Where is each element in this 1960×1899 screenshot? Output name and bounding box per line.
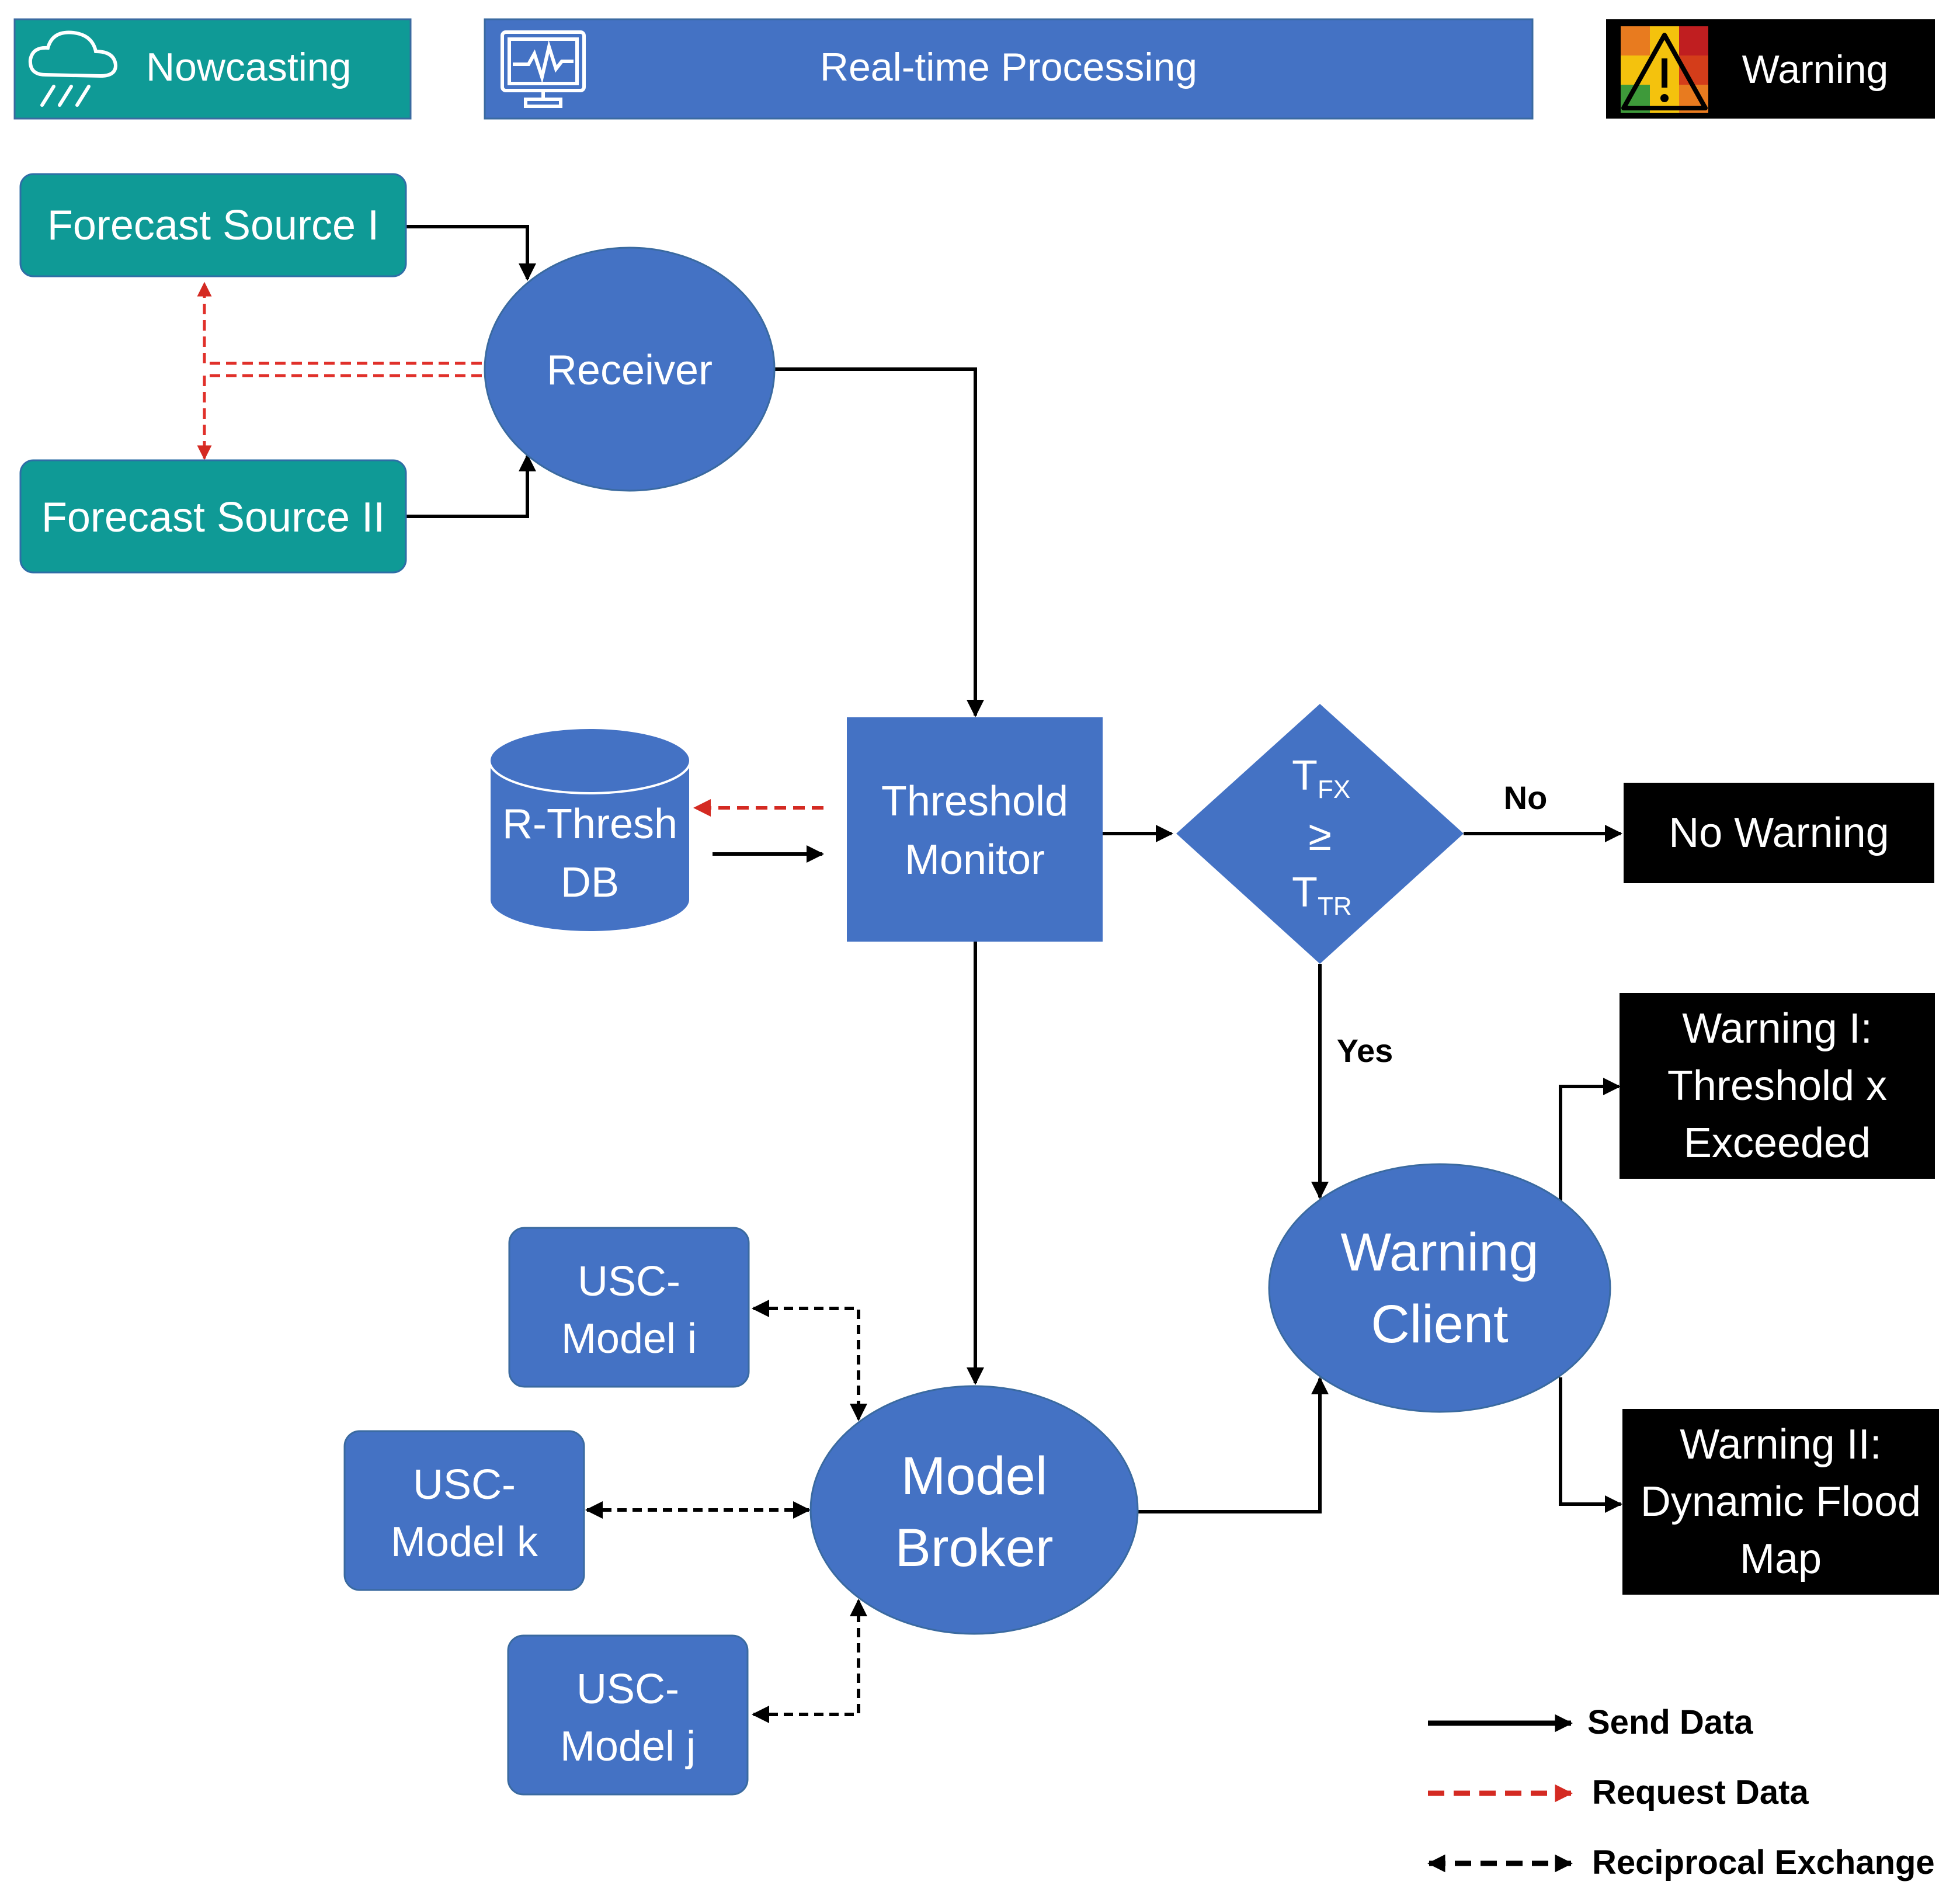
db-label-line1: R-Thresh bbox=[502, 801, 677, 848]
receiver-label: Receiver bbox=[547, 347, 713, 394]
monitor-waveform-icon bbox=[501, 30, 586, 108]
warning-1-line3: Exceeded bbox=[1684, 1120, 1871, 1167]
model-broker-line2: Broker bbox=[895, 1518, 1054, 1578]
decision-top-sub: FX bbox=[1318, 775, 1350, 804]
edge-broker-client bbox=[1138, 1377, 1329, 1513]
node-warning-2: Warning II: Dynamic Flood Map bbox=[1622, 1409, 1939, 1595]
no-warning-label: No Warning bbox=[1669, 810, 1889, 856]
edge-label-yes: Yes bbox=[1337, 1032, 1393, 1069]
usc-model-k-line2: Model k bbox=[391, 1519, 538, 1565]
edge-source1-receiver bbox=[406, 225, 536, 281]
model-broker-line1: Model bbox=[901, 1446, 1048, 1506]
edge-label-no: No bbox=[1504, 779, 1548, 816]
legend-reciprocal-label: Reciprocal Exchange bbox=[1592, 1844, 1935, 1881]
monitor-label-line1: Threshold bbox=[881, 778, 1068, 825]
legend-request-label: Request Data bbox=[1592, 1773, 1809, 1811]
edge-source2-receiver bbox=[406, 454, 536, 518]
node-model-broker: Model Broker bbox=[809, 1385, 1139, 1635]
node-r-thresh-db: R-Thresh DB bbox=[488, 727, 691, 933]
usc-model-i-line2: Model i bbox=[561, 1315, 697, 1362]
node-threshold-decision: TFX ≥ TTR bbox=[1176, 704, 1464, 964]
monitor-label-line2: Monitor bbox=[905, 836, 1045, 883]
decision-bottom-base: T bbox=[1292, 869, 1318, 916]
edge-client-warning1 bbox=[1559, 1078, 1621, 1203]
db-label-line2: DB bbox=[561, 859, 619, 906]
node-warning-client: Warning Client bbox=[1268, 1163, 1611, 1413]
edge-receiver-monitor bbox=[774, 367, 984, 717]
decision-top-base: T bbox=[1292, 752, 1318, 799]
warning-triangle-icon bbox=[1621, 26, 1708, 113]
header-nowcasting: Nowcasting bbox=[13, 18, 412, 120]
node-usc-model-i: USC- Model i bbox=[508, 1227, 750, 1388]
node-no-warning: No Warning bbox=[1624, 783, 1934, 883]
warning-1-line2: Threshold x bbox=[1667, 1063, 1887, 1109]
edge-usc-j-broker bbox=[752, 1599, 867, 1723]
node-threshold-monitor: Threshold Monitor bbox=[847, 717, 1103, 942]
header-warning: Warning bbox=[1606, 19, 1935, 119]
node-receiver: Receiver bbox=[484, 247, 776, 492]
warning-1-line1: Warning I: bbox=[1682, 1005, 1872, 1052]
usc-model-k-line1: USC- bbox=[413, 1461, 516, 1508]
warning-2-line1: Warning II: bbox=[1680, 1421, 1881, 1468]
forecast-source-2-label: Forecast Source II bbox=[41, 494, 385, 541]
warning-2-line2: Dynamic Flood bbox=[1641, 1478, 1921, 1525]
usc-model-i-line1: USC- bbox=[578, 1258, 680, 1305]
node-warning-1: Warning I: Threshold x Exceeded bbox=[1620, 993, 1935, 1179]
decision-top: TFX bbox=[1292, 752, 1350, 804]
forecast-source-1-label: Forecast Source I bbox=[47, 202, 379, 249]
legend: Send Data Request Data Reciprocal Exchan… bbox=[1427, 1703, 1935, 1881]
header-nowcasting-label: Nowcasting bbox=[146, 45, 352, 89]
warning-2-line3: Map bbox=[1740, 1536, 1822, 1582]
warning-client-line2: Client bbox=[1371, 1294, 1508, 1354]
decision-mid: ≥ bbox=[1308, 813, 1332, 859]
legend-send-label: Send Data bbox=[1587, 1703, 1753, 1741]
header-processing-label: Real-time Processing bbox=[820, 45, 1197, 89]
edge-usc-i-broker bbox=[752, 1300, 867, 1421]
usc-model-j-line2: Model j bbox=[560, 1723, 696, 1770]
decision-bottom-sub: TR bbox=[1318, 892, 1352, 921]
node-forecast-source-2: Forecast Source II bbox=[19, 459, 407, 574]
header-real-time-processing: Real-time Processing bbox=[484, 18, 1534, 120]
warning-client-line1: Warning bbox=[1340, 1223, 1538, 1282]
node-usc-model-k: USC- Model k bbox=[343, 1430, 585, 1591]
rain-cloud-icon bbox=[28, 30, 118, 107]
header-warning-label: Warning bbox=[1742, 47, 1889, 92]
edge-client-warning2 bbox=[1559, 1377, 1622, 1513]
node-forecast-source-1: Forecast Source I bbox=[19, 173, 407, 277]
usc-model-j-line1: USC- bbox=[576, 1666, 679, 1713]
node-usc-model-j: USC- Model j bbox=[507, 1634, 749, 1796]
decision-bottom: TTR bbox=[1292, 869, 1352, 921]
connectors bbox=[197, 225, 1622, 1723]
